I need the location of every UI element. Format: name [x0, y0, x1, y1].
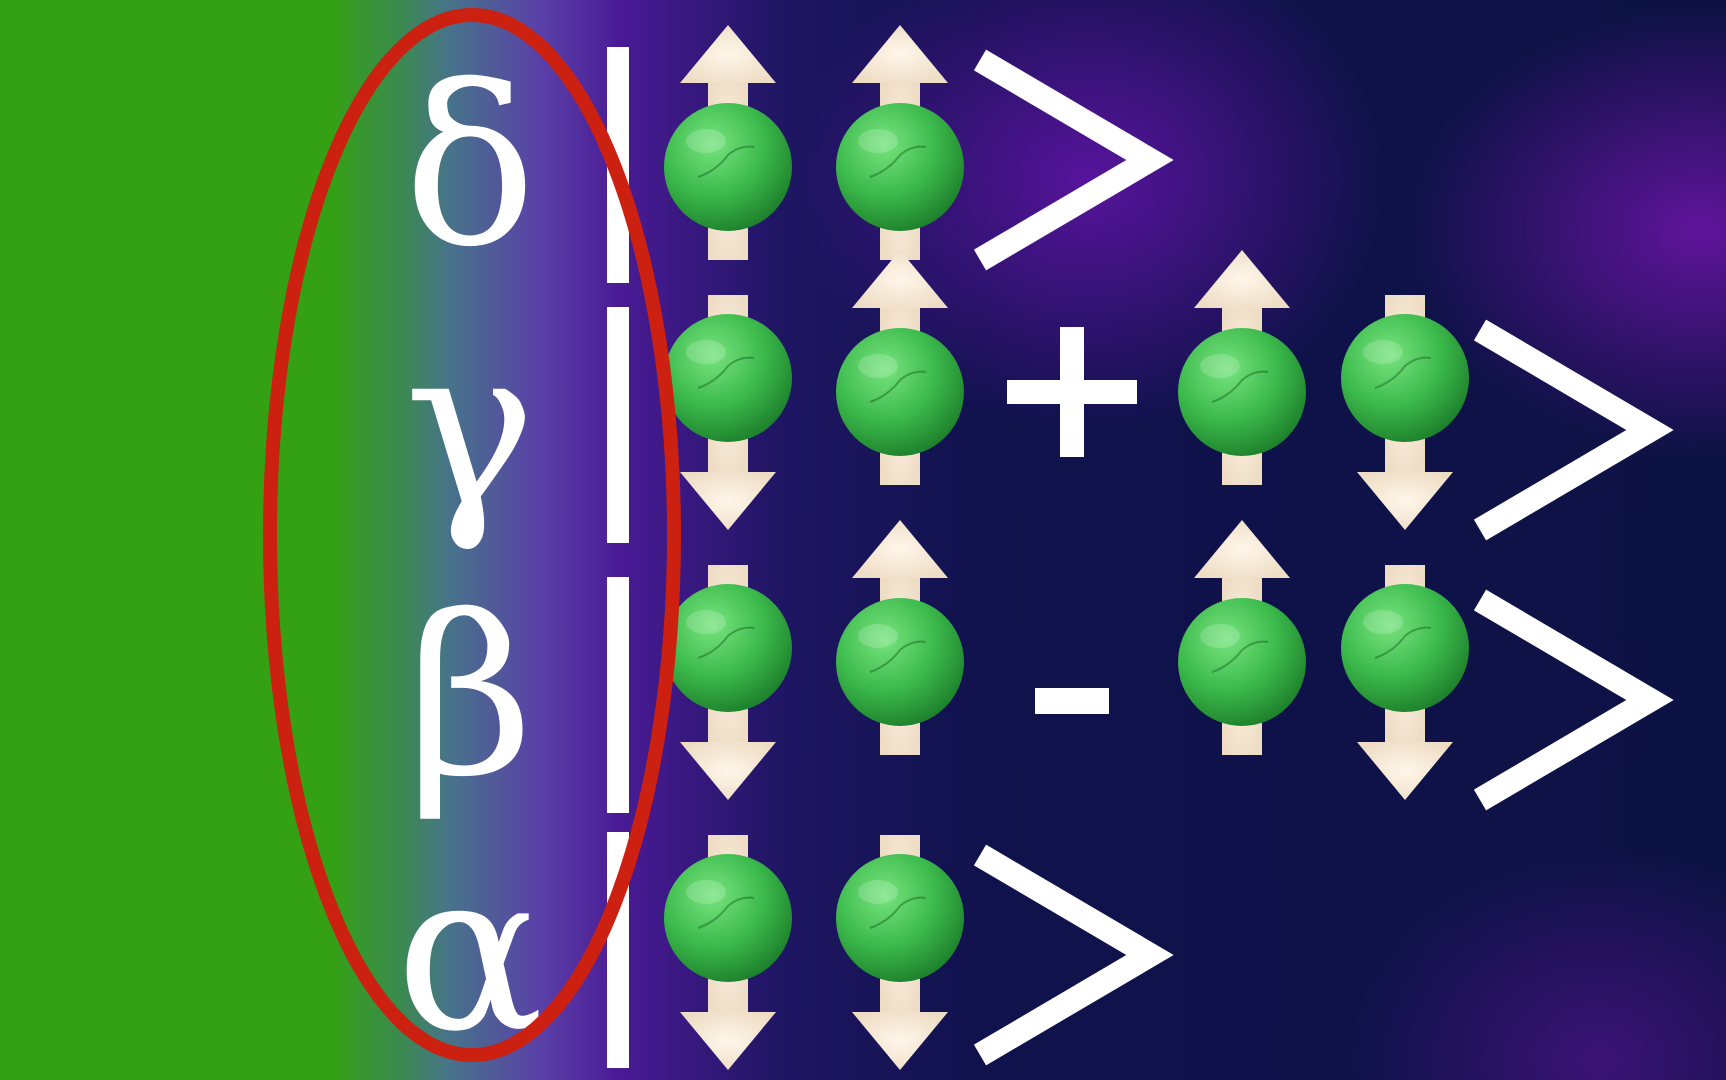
green-sphere-icon — [836, 854, 964, 982]
state-label-2: β — [406, 569, 533, 825]
green-sphere-icon — [1178, 598, 1306, 726]
green-sphere-icon — [1341, 314, 1469, 442]
green-sphere-icon — [836, 598, 964, 726]
green-sphere-icon — [1341, 584, 1469, 712]
state-label-1: γ — [404, 299, 535, 555]
ket-bar-icon — [607, 307, 629, 543]
ket-angle-bracket-icon — [973, 844, 1174, 1066]
svg-text:-: - — [1072, 659, 1073, 661]
ket-angle-bracket-icon — [1473, 589, 1674, 811]
ket-bar-icon — [607, 577, 629, 813]
green-sphere-icon — [664, 854, 792, 982]
highlight-ellipse — [263, 8, 681, 1062]
green-sphere-icon — [664, 314, 792, 442]
ket-angle-bracket-icon — [1473, 319, 1674, 541]
state-label-0: δ — [404, 39, 536, 295]
plus-operator: + — [1007, 327, 1137, 457]
minus-operator: - — [1035, 659, 1109, 714]
green-sphere-icon — [836, 103, 964, 231]
green-sphere-icon — [664, 584, 792, 712]
green-sphere-icon — [664, 103, 792, 231]
green-sphere-icon — [836, 328, 964, 456]
ket-angle-bracket-icon — [973, 49, 1174, 271]
green-sphere-icon — [1178, 328, 1306, 456]
